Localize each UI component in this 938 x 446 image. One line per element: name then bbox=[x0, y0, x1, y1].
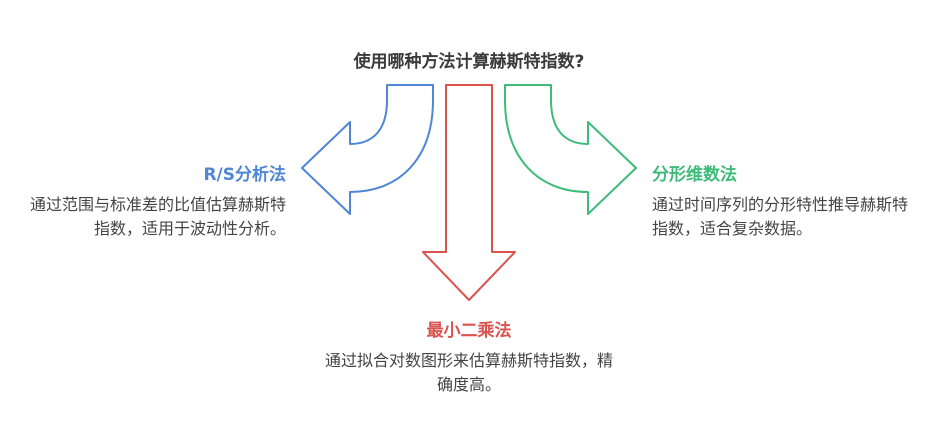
rs-analysis-description: 通过范围与标准差的比值估算赫斯特指数，适用于波动性分析。 bbox=[29, 195, 286, 238]
fractal-dimension-description: 通过时间序列的分形特性推导赫斯特指数，适合复杂数据。 bbox=[652, 195, 909, 238]
right-arrow bbox=[504, 84, 637, 215]
diagram-question: 使用哪种方法计算赫斯特指数? bbox=[353, 52, 585, 72]
center-arrow bbox=[422, 84, 516, 301]
rs-analysis-title: R/S分析法 bbox=[203, 165, 286, 185]
fractal-dimension-title: 分形维数法 bbox=[652, 165, 737, 185]
least-squares-description: 通过拟合对数图形来估算赫斯特指数，精确度高。 bbox=[324, 351, 613, 394]
least-squares-title: 最小二乘法 bbox=[426, 321, 512, 341]
left-arrow bbox=[301, 84, 434, 215]
